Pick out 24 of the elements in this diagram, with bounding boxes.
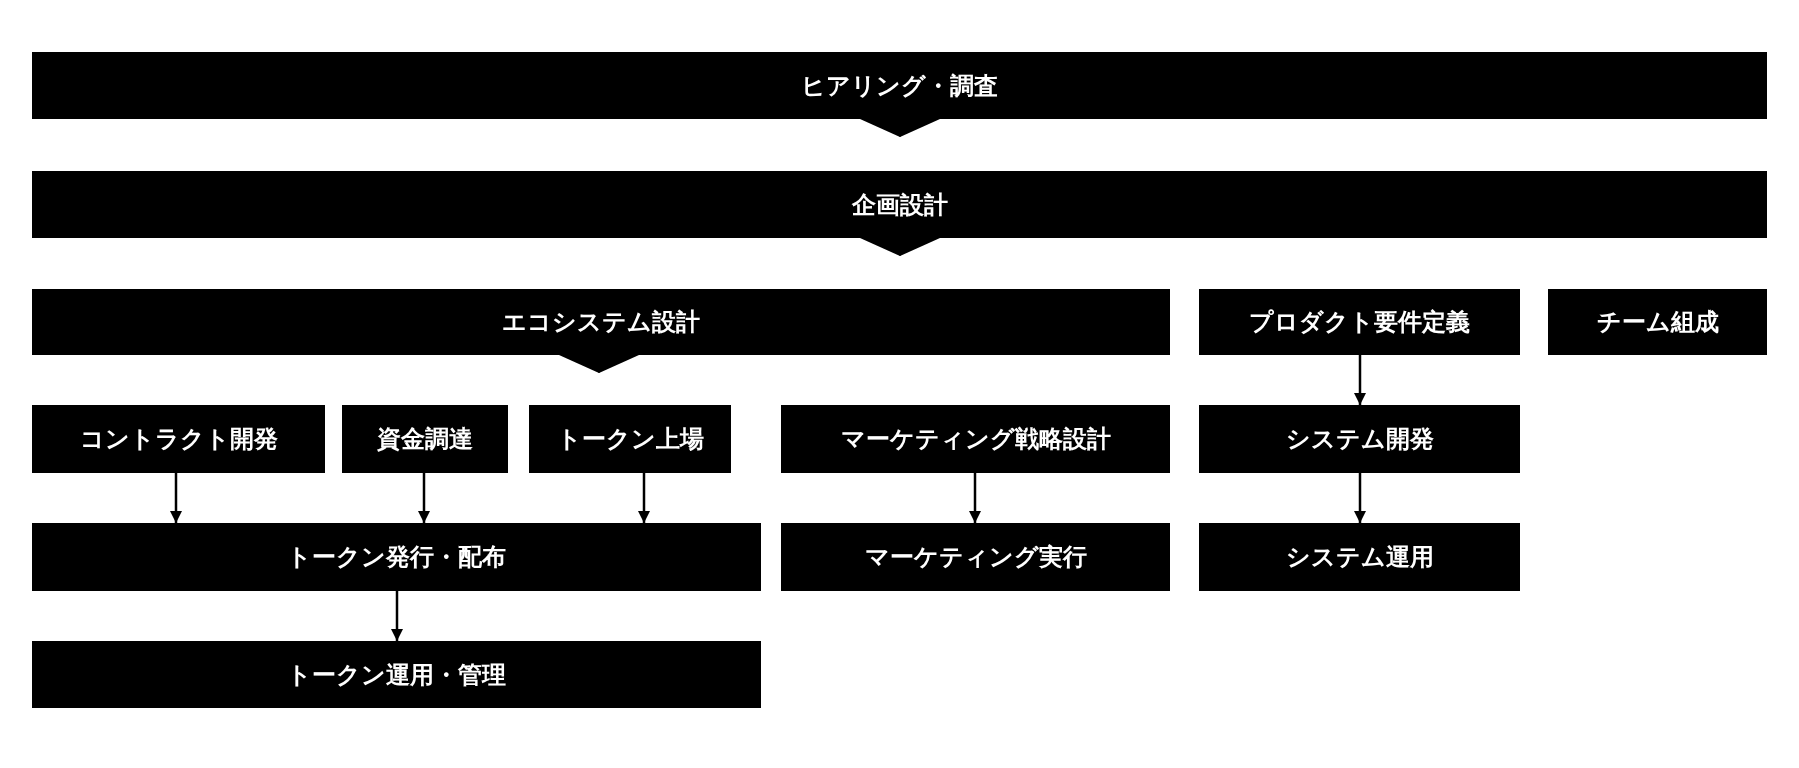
arrow xyxy=(390,591,404,641)
chevron-arrow xyxy=(860,118,940,138)
process-box: 資金調達 xyxy=(342,405,508,473)
chevron-arrow xyxy=(559,354,639,374)
process-box: プロダクト要件定義 xyxy=(1199,289,1520,355)
arrow xyxy=(637,473,651,523)
process-box: コントラクト開発 xyxy=(32,405,325,473)
arrow xyxy=(1353,473,1367,523)
process-box: ヒアリング・調査 xyxy=(32,52,1767,119)
process-box: エコシステム設計 xyxy=(32,289,1170,355)
process-box: トークン発行・配布 xyxy=(32,523,761,591)
process-box: トークン運用・管理 xyxy=(32,641,761,708)
process-box: マーケティング戦略設計 xyxy=(781,405,1170,473)
process-box: システム開発 xyxy=(1199,405,1520,473)
process-box: システム運用 xyxy=(1199,523,1520,591)
arrow xyxy=(417,473,431,523)
process-box: マーケティング実行 xyxy=(781,523,1170,591)
arrow xyxy=(968,473,982,523)
process-box: チーム組成 xyxy=(1548,289,1767,355)
arrow xyxy=(1353,355,1367,405)
arrow xyxy=(169,473,183,523)
process-box: トークン上場 xyxy=(529,405,731,473)
process-box: 企画設計 xyxy=(32,171,1767,238)
chevron-arrow xyxy=(860,237,940,257)
